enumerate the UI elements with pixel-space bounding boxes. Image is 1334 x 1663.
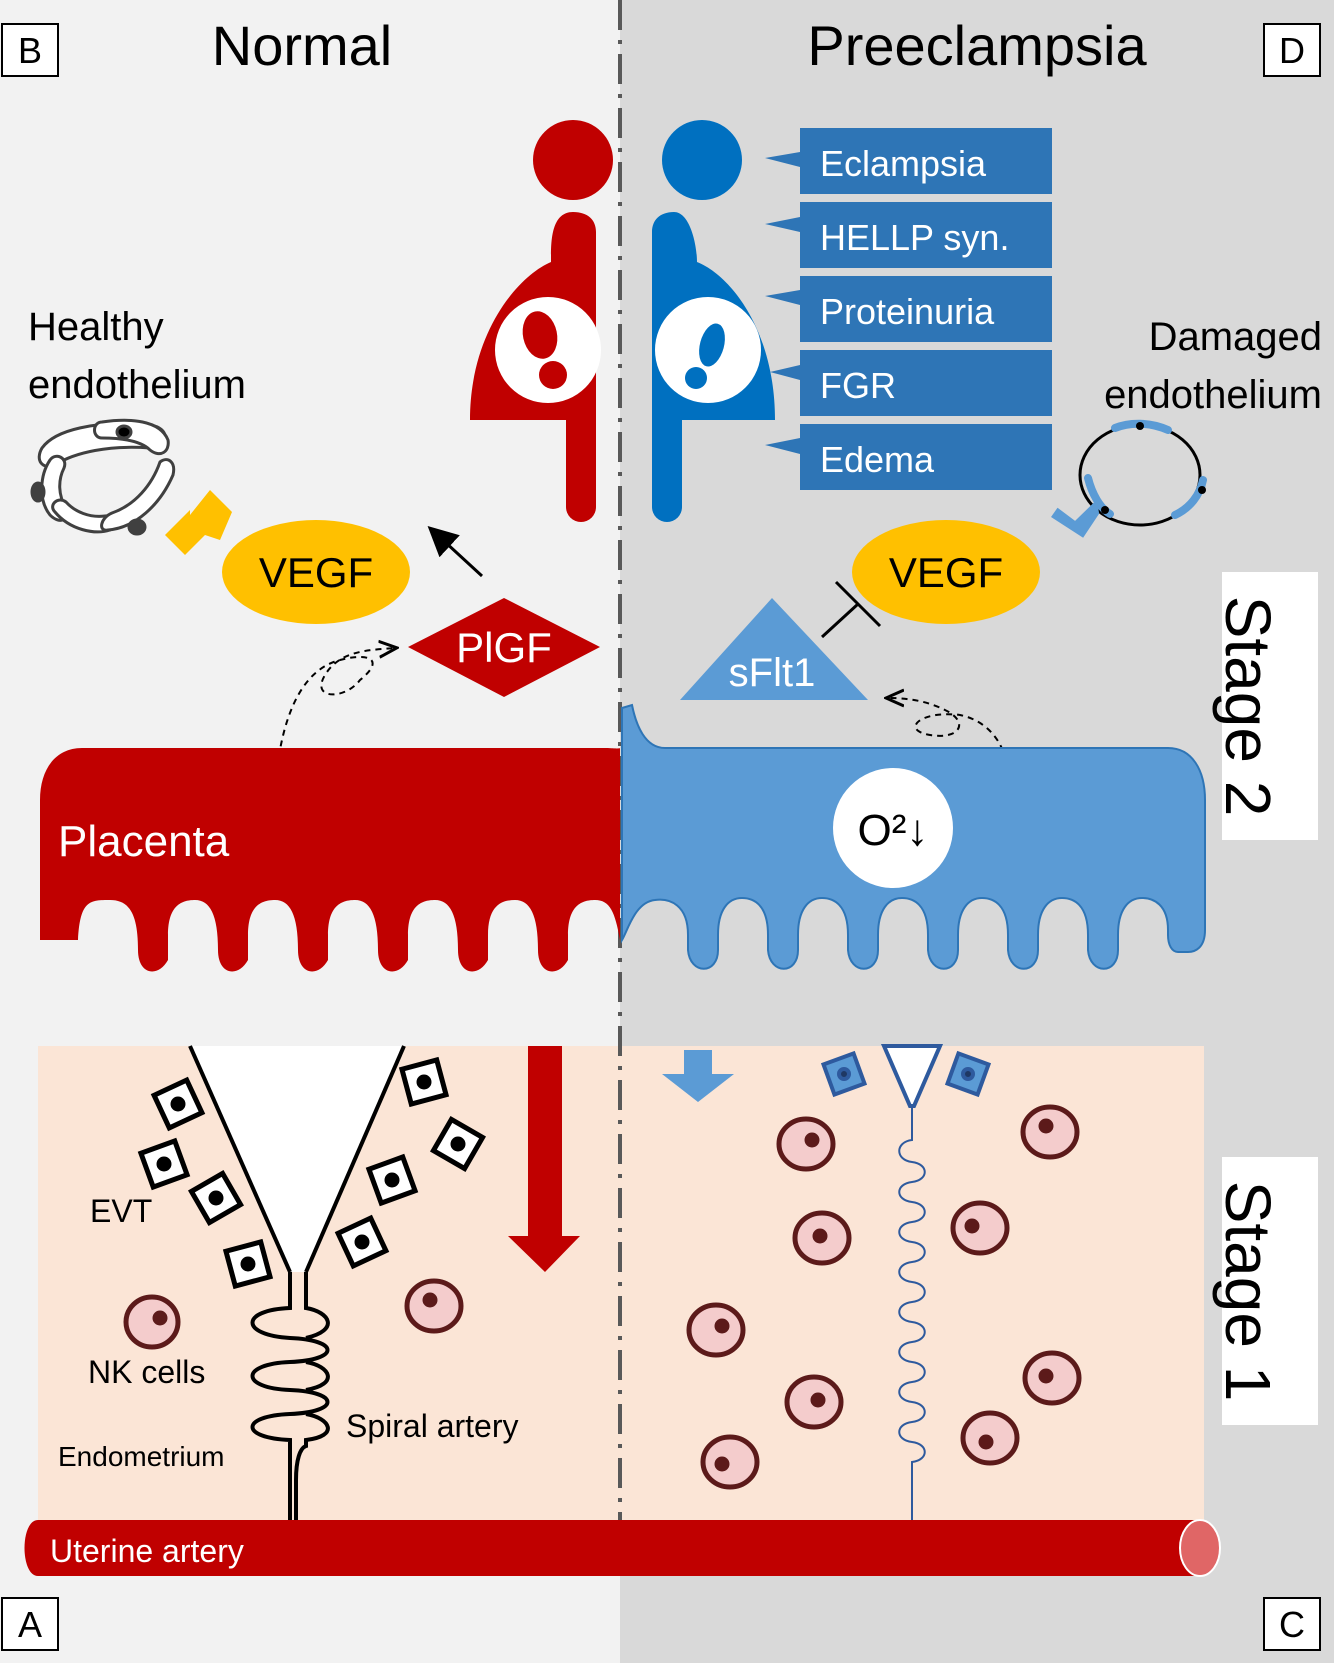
- evt-cells-preeclampsia: [820, 1050, 992, 1098]
- sflt1-triangle: [680, 598, 868, 700]
- svg-text:Stage 1: Stage 1: [1212, 1181, 1284, 1402]
- nk-cell: [686, 1302, 746, 1358]
- vegf-normal-label: VEGF: [259, 549, 373, 596]
- damaged-endothelium-label: Damaged: [1149, 315, 1322, 359]
- svg-text:A: A: [18, 1604, 42, 1645]
- evt-cell: [334, 1214, 390, 1270]
- blood-flow-arrow-preeclampsia: [662, 1050, 734, 1102]
- artery-wall: [188, 1045, 292, 1273]
- mother-preeclampsia-icon: [652, 120, 775, 522]
- nk-cell: [123, 1294, 181, 1350]
- heading-normal: Normal: [212, 14, 392, 77]
- vegf-preeclampsia-ellipse: [852, 520, 1040, 624]
- spiral-artery-label: Spiral artery: [346, 1408, 519, 1444]
- endometrium-label: Endometrium: [58, 1441, 225, 1472]
- healthy-endothelium-label-2: endothelium: [28, 363, 246, 407]
- nk-cell: [700, 1434, 760, 1490]
- nk-cells-normal: [123, 1278, 464, 1350]
- vegf-normal-ellipse: [222, 520, 410, 624]
- panel-label-b: B: [1, 23, 59, 77]
- placenta-label: Placenta: [58, 817, 230, 866]
- symptom-list: Eclampsia HELLP syn. Proteinuria FGR Ede…: [765, 128, 1052, 490]
- nk-cell: [1022, 1350, 1082, 1406]
- svg-text:HELLP syn.: HELLP syn.: [820, 217, 1009, 258]
- healthy-endothelium-label: Healthy: [28, 305, 164, 349]
- stage2-label: Stage 2: [1212, 572, 1318, 840]
- evt-label: EVT: [90, 1193, 152, 1229]
- symptom-item: Proteinuria: [765, 276, 1052, 342]
- sflt1-inhibition-line: [820, 602, 860, 639]
- evt-cells: [137, 1056, 487, 1290]
- uterine-artery-label: Uterine artery: [50, 1533, 244, 1569]
- evt-cell: [150, 1076, 206, 1132]
- symptom-item: FGR: [770, 350, 1052, 416]
- stage1-label: Stage 1: [1212, 1157, 1318, 1425]
- heading-preeclampsia: Preeclampsia: [807, 14, 1147, 77]
- nk-cell: [950, 1200, 1010, 1256]
- svg-text:Stage 2: Stage 2: [1212, 596, 1284, 817]
- svg-text:Edema: Edema: [820, 439, 935, 480]
- nk-cells-label: NK cells: [88, 1354, 205, 1390]
- evt-cell: [365, 1153, 419, 1207]
- damaged-endothelium-icon: [1078, 419, 1207, 527]
- svg-text:C: C: [1279, 1604, 1305, 1645]
- uterine-artery: [24, 1520, 1198, 1576]
- plgf-label: PlGF: [456, 624, 552, 671]
- secretion-arrow-preeclampsia: [888, 698, 1009, 773]
- secretion-arrow-normal: [274, 648, 395, 791]
- sflt1-label: sFlt1: [729, 651, 816, 695]
- spiral-artery-preeclampsia: [898, 1106, 926, 1520]
- svg-text:B: B: [18, 30, 42, 71]
- sflt1-inhibition-bar: [834, 580, 882, 628]
- panel-label-d: D: [1263, 23, 1321, 77]
- placenta-normal: [40, 708, 620, 972]
- nk-cell: [792, 1210, 852, 1266]
- plgf-arrow: [427, 525, 484, 578]
- nk-cell: [1020, 1104, 1080, 1160]
- svg-text:Eclampsia: Eclampsia: [820, 143, 987, 184]
- symptom-item: Edema: [765, 424, 1052, 490]
- panel-label-c: C: [1263, 1597, 1321, 1651]
- hypoxia-circle: [833, 768, 953, 888]
- damaged-arrow-icon: [1051, 499, 1100, 538]
- symptom-item: HELLP syn.: [765, 202, 1052, 268]
- vegf-preeclampsia-label: VEGF: [889, 549, 1003, 596]
- spiral-artery-normal: [250, 1272, 330, 1520]
- healthy-arrow-icon: [165, 490, 232, 555]
- nk-cell: [404, 1278, 464, 1334]
- evt-cell: [429, 1115, 487, 1173]
- artery-wall: [304, 1045, 406, 1273]
- plgf-diamond: [408, 598, 600, 697]
- svg-text:D: D: [1279, 30, 1305, 71]
- nk-cell: [784, 1374, 844, 1430]
- evt-cell: [398, 1056, 450, 1108]
- remodeled-artery-normal: [190, 1046, 404, 1272]
- healthy-endothelium-icon: [30, 418, 176, 536]
- symptom-item: Eclampsia: [765, 128, 1052, 194]
- svg-text:FGR: FGR: [820, 365, 896, 406]
- remodeled-artery-preeclampsia: [880, 1044, 944, 1108]
- nk-cells-preeclampsia: [686, 1104, 1082, 1490]
- hypoxia-label: O²↓: [858, 806, 929, 855]
- nk-cell: [960, 1410, 1020, 1466]
- nk-cell: [776, 1116, 836, 1172]
- evt-cell: [820, 1050, 868, 1098]
- svg-text:Proteinuria: Proteinuria: [820, 291, 995, 332]
- evt-cell: [222, 1238, 274, 1290]
- evt-cell: [944, 1050, 992, 1098]
- evt-cell: [137, 1137, 191, 1191]
- evt-cell: [187, 1169, 245, 1227]
- damaged-endothelium-label-2: endothelium: [1104, 373, 1322, 417]
- blood-flow-arrow-normal: [508, 1046, 580, 1272]
- mother-normal-icon: [470, 120, 613, 522]
- panel-label-a: A: [1, 1597, 59, 1651]
- uterine-artery-lumen: [1179, 1519, 1221, 1577]
